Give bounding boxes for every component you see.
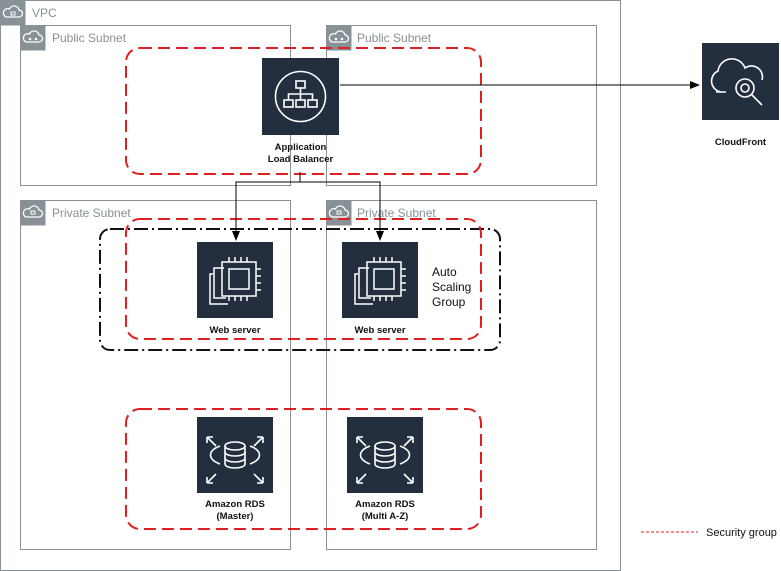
public-subnet-2: Public Subnet	[326, 25, 597, 186]
subnet-cloud-icon	[328, 205, 350, 218]
legend-security-group-label: Security group	[706, 527, 777, 539]
rds-master: Amazon RDS (Master)	[197, 417, 273, 522]
load-balancer-icon	[274, 70, 327, 123]
private-subnet-2-label: Private Subnet	[357, 206, 436, 220]
web-server-2: Web server	[342, 242, 418, 336]
vpc-label: VPC	[32, 6, 57, 20]
ec2-instance-icon	[209, 257, 261, 305]
ec2-instance-icon	[354, 257, 406, 305]
security-group-alb	[125, 47, 482, 175]
cloudfront-node: CloudFront	[702, 43, 779, 148]
legend: Security group	[641, 527, 777, 539]
private-subnet-2: Private Subnet	[326, 200, 597, 550]
security-group-web	[125, 218, 482, 340]
subnet-cloud-icon	[22, 30, 44, 43]
auto-scaling-label-line3: Group	[432, 295, 466, 309]
rds-icon	[356, 436, 414, 484]
private-subnet-1: Private Subnet	[20, 200, 291, 550]
subnet-cloud-icon	[22, 205, 44, 218]
alb-node: Application Load Balancer	[262, 58, 339, 165]
rds-multi-az: Amazon RDS (Multi A-Z)	[347, 417, 423, 522]
public-subnet-2-label: Public Subnet	[357, 31, 432, 45]
cloudfront-icon	[710, 58, 764, 106]
rds-master-label-line2: (Master)	[217, 511, 254, 522]
web-server-1: Web server	[197, 242, 273, 336]
alb-to-web-connectors	[232, 172, 384, 241]
auto-scaling-label-line1: Auto	[432, 265, 457, 279]
rds-icon	[206, 436, 264, 484]
vpc-cloud-icon	[2, 5, 24, 18]
cloudfront-label: CloudFront	[715, 137, 767, 148]
alb-label-line2: Load Balancer	[268, 154, 334, 165]
public-subnet-1: Public Subnet	[20, 25, 291, 186]
subnet-cloud-icon	[328, 30, 350, 43]
web-server-2-label: Web server	[354, 325, 405, 336]
rds-multi-az-label-line2: (Multi A-Z)	[362, 511, 409, 522]
rds-multi-az-label-line1: Amazon RDS	[355, 499, 415, 510]
web-server-1-label: Web server	[209, 325, 260, 336]
alb-label-line1: Application	[275, 142, 327, 153]
security-group-rds	[125, 408, 482, 530]
private-subnet-1-label: Private Subnet	[52, 206, 131, 220]
auto-scaling-group	[99, 228, 501, 351]
rds-master-label-line1: Amazon RDS	[205, 499, 265, 510]
auto-scaling-group-label: Auto Scaling Group	[432, 265, 471, 309]
public-subnet-1-label: Public Subnet	[52, 31, 127, 45]
auto-scaling-label-line2: Scaling	[432, 280, 471, 294]
